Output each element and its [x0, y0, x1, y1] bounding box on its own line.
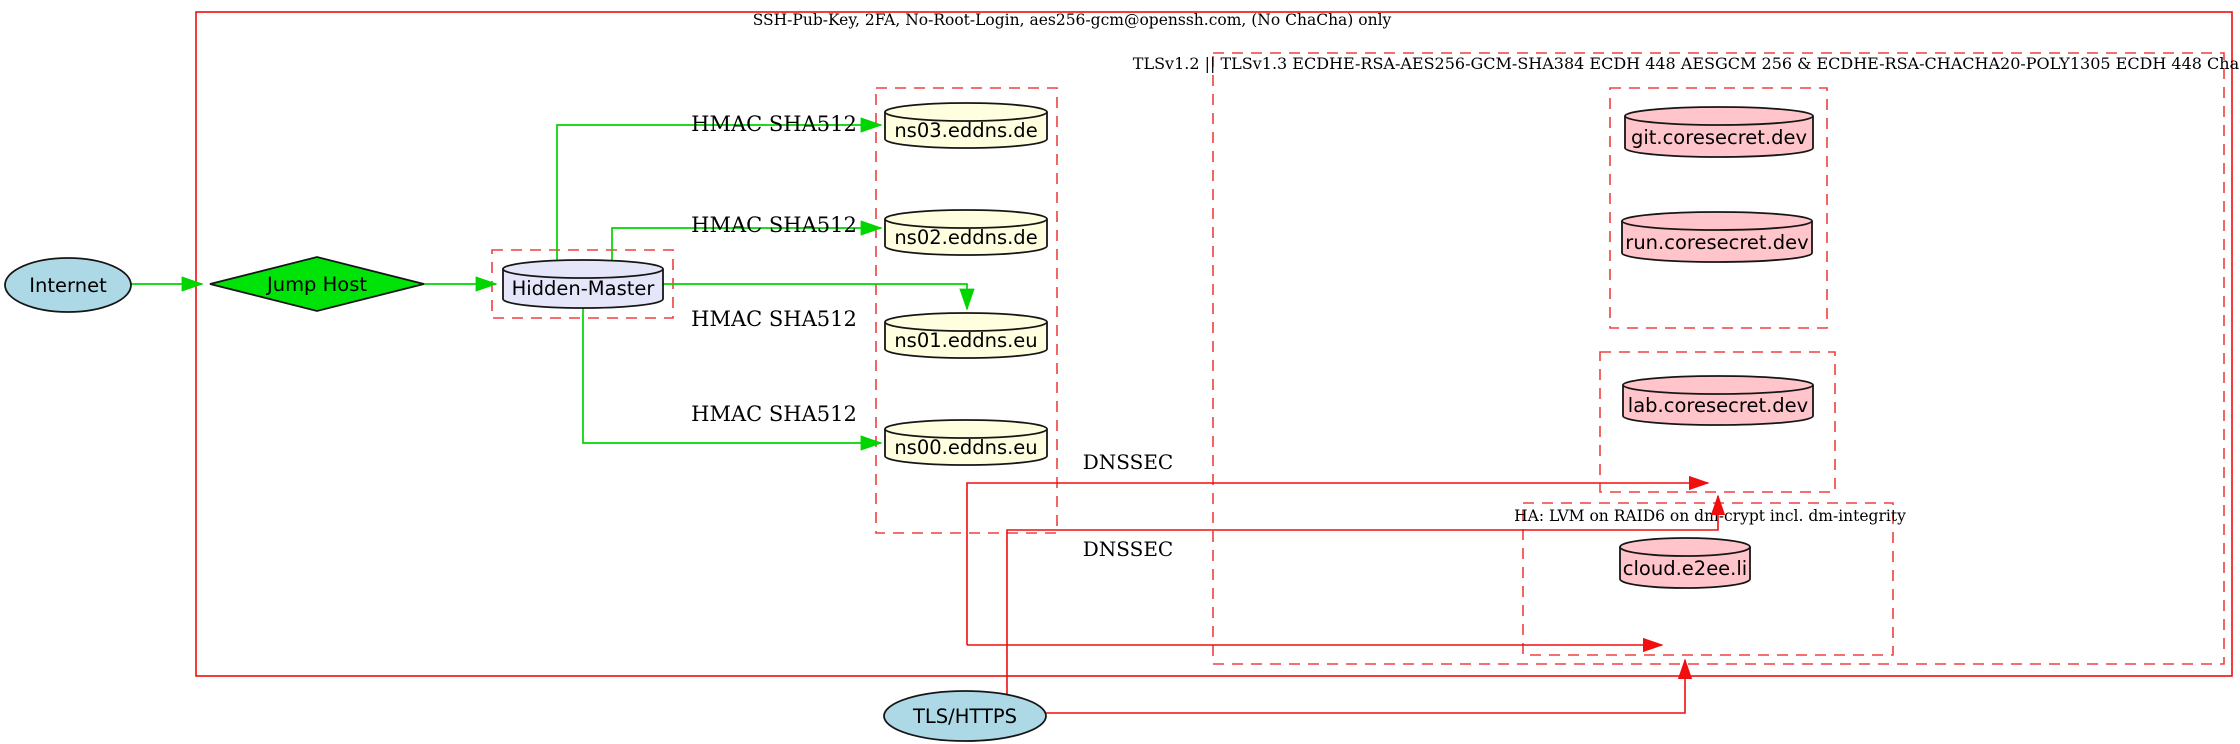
node-ns02: ns02.eddns.de — [884, 209, 1048, 256]
node-cloud: cloud.e2ee.li — [1619, 537, 1751, 589]
edge-hiddenmaster-to-ns02 — [611, 220, 883, 261]
run-cylinder-lens — [1621, 220, 1813, 231]
cluster-coresecret-lower-box — [1599, 351, 1836, 493]
cloud-cylinder — [1619, 537, 1751, 589]
node-tls-https: TLS/HTTPS — [883, 690, 1047, 742]
node-ns01: ns01.eddns.eu — [884, 312, 1048, 359]
edge-label-hmac-4: HMAC SHA512 — [691, 402, 857, 426]
edge-label-hmac-2: HMAC SHA512 — [691, 213, 857, 237]
node-cloud-label: cloud.e2ee.li — [1623, 557, 1747, 580]
ns03-cylinder-lens — [884, 111, 1048, 122]
node-hidden-master: Hidden-Master — [502, 259, 664, 309]
ns00-cylinder-lens — [884, 428, 1048, 439]
ns02-cylinder-lens — [884, 218, 1048, 229]
node-hidden-master-label: Hidden-Master — [512, 277, 656, 300]
cloud-cylinder-lens — [1619, 546, 1751, 557]
edge-hiddenmaster-to-ns03 — [556, 117, 883, 261]
edge-eddns-to-lab-cluster — [966, 475, 1710, 645]
node-run: run.coresecret.dev — [1621, 211, 1813, 263]
edge-hiddenmaster-to-ns01 — [663, 283, 975, 311]
node-lab: lab.coresecret.dev — [1622, 375, 1814, 426]
node-ns01-label: ns01.eddns.eu — [894, 329, 1037, 352]
node-ns02-label: ns02.eddns.de — [894, 226, 1037, 249]
lab-cylinder-lens — [1622, 384, 1814, 395]
internet-ellipse — [4, 257, 132, 313]
ns03-cylinder — [884, 102, 1048, 149]
node-tls-https-label: TLS/HTTPS — [912, 705, 1017, 728]
ns01-cylinder — [884, 312, 1048, 359]
ns01-cylinder-lens — [884, 321, 1048, 332]
node-jump-host: Jump Host — [209, 256, 425, 312]
ns02-cylinder — [884, 209, 1048, 256]
cluster-ha-box — [1522, 502, 1894, 656]
cluster-ssh-box — [195, 11, 2233, 677]
hidden-master-cylinder-lens — [502, 268, 664, 279]
cluster-tls-label: TLSv1.2 || TLSv1.3 ECDHE-RSA-AES256-GCM-… — [1133, 54, 2240, 73]
jump-host-diamond — [209, 256, 425, 312]
node-ns03-label: ns03.eddns.de — [894, 119, 1037, 142]
hidden-master-cylinder — [502, 259, 664, 309]
cluster-ha-label: HA: LVM on RAID6 on dm-crypt incl. dm-in… — [1514, 507, 1906, 525]
git-cylinder-lens — [1624, 115, 1814, 126]
node-ns03: ns03.eddns.de — [884, 102, 1048, 149]
node-git: git.coresecret.dev — [1624, 106, 1814, 158]
node-internet-label: Internet — [29, 274, 107, 297]
node-ns00-label: ns00.eddns.eu — [894, 436, 1037, 459]
edge-hiddenmaster-to-ns00 — [582, 307, 883, 451]
node-git-label: git.coresecret.dev — [1631, 126, 1807, 149]
node-jump-host-label: Jump Host — [265, 273, 367, 296]
edge-label-hmac-3: HMAC SHA512 — [691, 307, 857, 331]
ns00-cylinder — [884, 419, 1048, 466]
edge-tlshttps-to-lab-cluster — [1006, 494, 1726, 696]
cluster-ssh-label: SSH-Pub-Key, 2FA, No-Root-Login, aes256-… — [753, 11, 1392, 29]
git-cylinder — [1624, 106, 1814, 158]
cluster-eddns-box — [875, 87, 1058, 534]
node-ns00: ns00.eddns.eu — [884, 419, 1048, 466]
edge-label-dnssec-2: DNSSEC — [1083, 537, 1174, 561]
edge-tlshttps-to-ha-cluster — [1046, 658, 1693, 714]
run-cylinder — [1621, 211, 1813, 263]
edge-label-hmac-1: HMAC SHA512 — [691, 112, 857, 136]
cluster-tls-box — [1212, 52, 2225, 665]
node-internet: Internet — [4, 257, 132, 313]
tls-https-ellipse — [883, 690, 1047, 742]
lab-cylinder — [1622, 375, 1814, 426]
node-lab-label: lab.coresecret.dev — [1628, 394, 1808, 417]
edge-label-dnssec-1: DNSSEC — [1083, 450, 1174, 474]
node-run-label: run.coresecret.dev — [1625, 231, 1808, 254]
